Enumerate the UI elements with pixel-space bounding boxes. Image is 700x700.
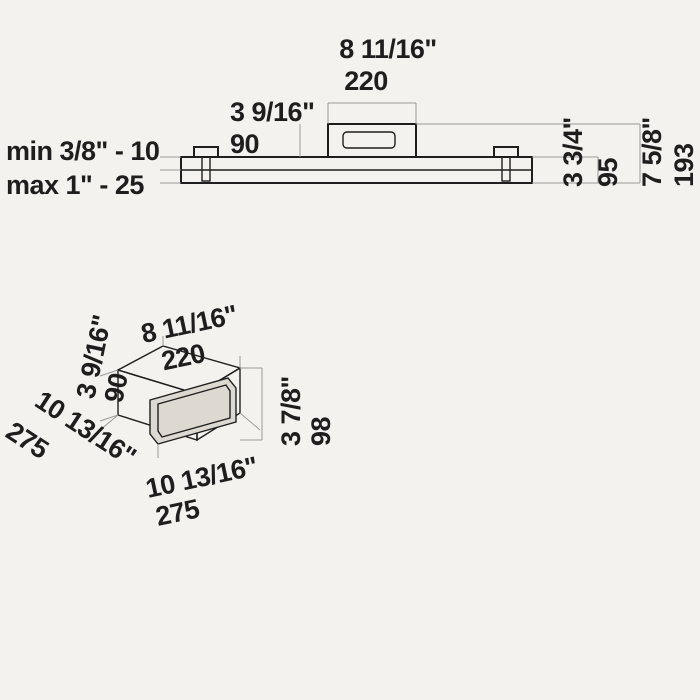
iso-right-height-mm: 98 xyxy=(306,416,336,446)
front-view: 8 11/16" 220 3 9/16" 90 min 3/8" - 10 ma… xyxy=(6,34,699,200)
iso-view: 8 11/16" 220 3 9/16" 90 3 7/8" 98 10 13/… xyxy=(1,299,336,531)
front-width-inch: 8 11/16" xyxy=(339,34,436,64)
iso-depth-mm: 275 xyxy=(1,416,54,465)
total-height-mm: 193 xyxy=(669,143,699,187)
total-height-inch: 7 5/8" xyxy=(637,117,667,187)
iso-guide-1 xyxy=(99,369,119,377)
bracket-left xyxy=(193,146,219,158)
iso-guide-10 xyxy=(239,412,261,431)
iso-outlet-opening xyxy=(157,384,231,438)
min-spacing-label: min 3/8" - 10 xyxy=(6,136,159,166)
iso-left-height-mm: 90 xyxy=(99,371,134,406)
bracket-left-post xyxy=(201,156,211,182)
iso-guide-2 xyxy=(99,414,119,422)
iso-right-height-inch: 3 7/8" xyxy=(276,376,306,446)
max-spacing-label: max 1" - 25 xyxy=(6,170,144,200)
front-duct-height-inch: 3 9/16" xyxy=(230,97,314,127)
bracket-right xyxy=(493,146,519,158)
front-width-mm: 220 xyxy=(344,66,388,96)
body-height-mm: 95 xyxy=(593,157,623,187)
iso-guide-8 xyxy=(99,414,119,431)
duct-opening xyxy=(342,131,396,149)
front-duct-height-mm: 90 xyxy=(230,129,259,159)
iso-front-width-inch: 10 13/16" xyxy=(143,451,260,504)
duct-outlet xyxy=(327,123,417,158)
body-height-inch: 3 3/4" xyxy=(558,117,588,187)
bracket-right-post xyxy=(501,156,511,182)
iso-outlet-frame xyxy=(149,377,237,445)
